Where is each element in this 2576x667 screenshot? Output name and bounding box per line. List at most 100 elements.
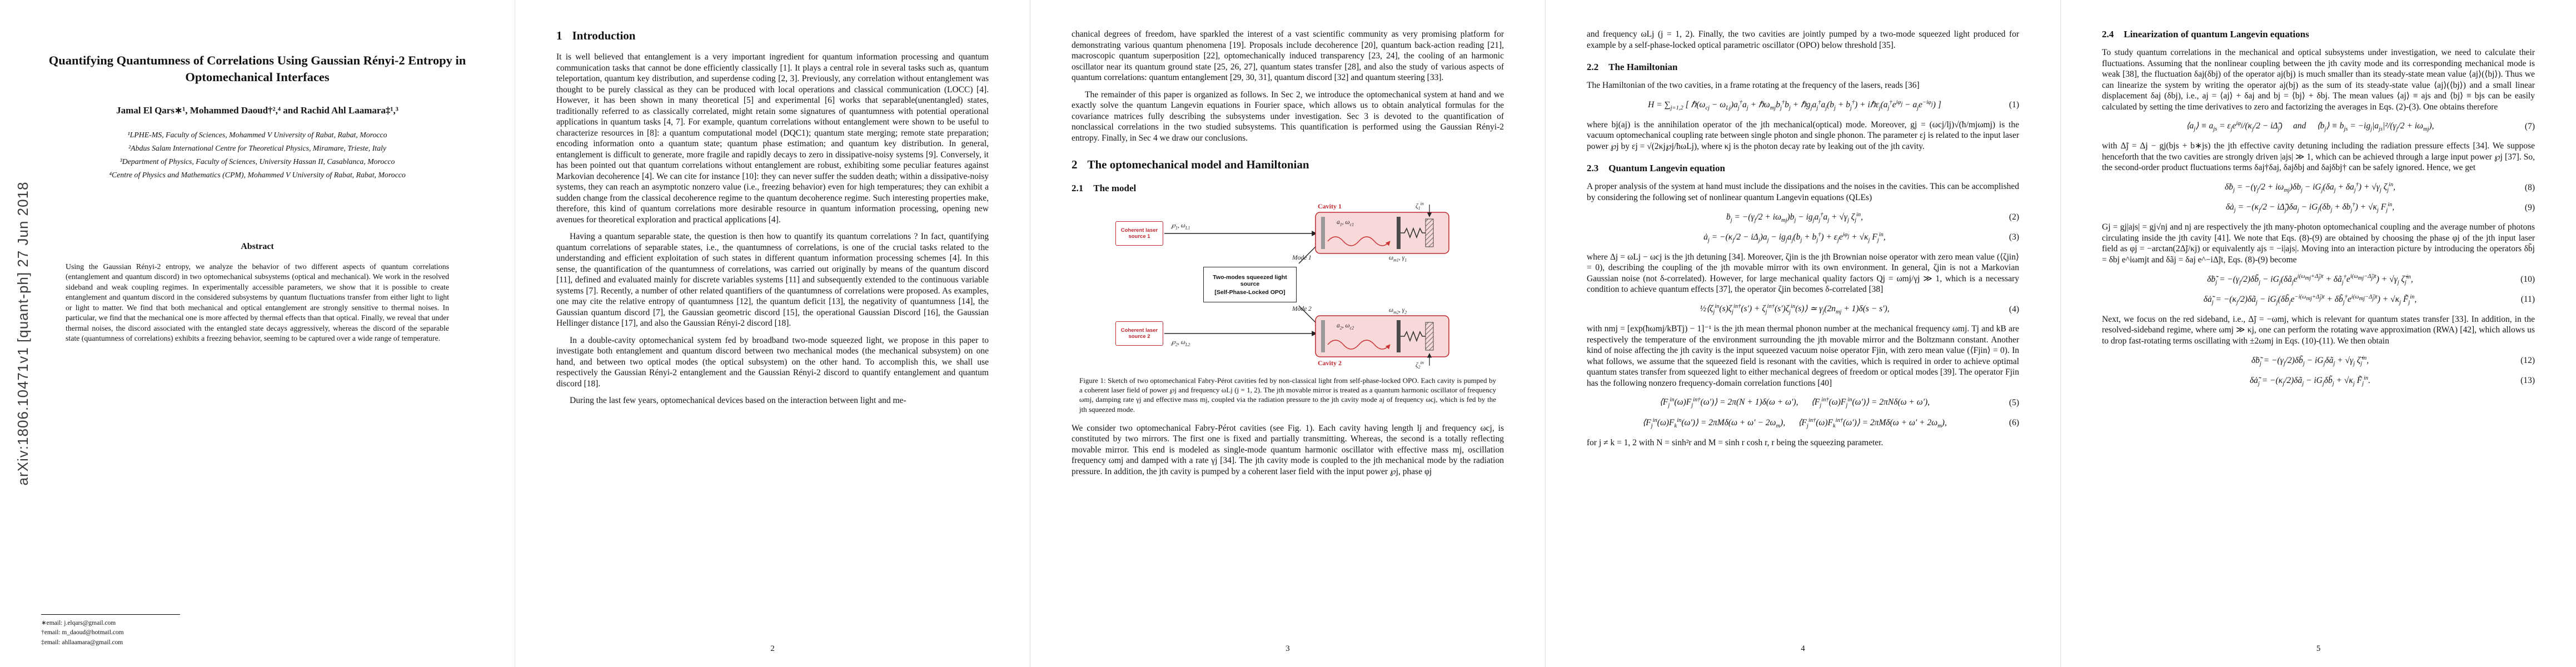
field-1-label: a1, ωc1 bbox=[1337, 219, 1354, 227]
footnote-rule bbox=[41, 614, 180, 615]
equation-body: ⟨aj⟩ ≡ ajs = εjeiφj/(κj/2 − iΔ̃j) and ⟨b… bbox=[2186, 121, 2434, 133]
equation-body: δḃ̃j = −(γj/2)δb̃j − iGj(δãjei(ωmj+Δ̃j)t… bbox=[2207, 273, 2413, 286]
equation-3: ȧj = −(κj/2 − iΔj)aj − igjaj(bj + bj†) +… bbox=[1587, 232, 2019, 243]
paragraph: Having a quantum separable state, the qu… bbox=[556, 232, 989, 328]
cavity-2-drawing bbox=[1315, 315, 1449, 366]
paragraph: A proper analysis of the system at hand … bbox=[1587, 182, 2019, 202]
equation-9: δȧj = −(κj/2 − iΔ̃j)δaj − iGj(δbj + δbj†… bbox=[2102, 202, 2535, 213]
pump-2-label: ℘2, ωL2 bbox=[1171, 339, 1190, 347]
page-3: chanical degrees of freedom, have sparkl… bbox=[1030, 0, 1546, 667]
mirror-1-label: ωm1, γ1 bbox=[1389, 255, 1407, 263]
paragraph: and frequency ωLj (j = 1, 2). Finally, t… bbox=[1587, 29, 2019, 50]
equation-number: (8) bbox=[2524, 182, 2535, 192]
paragraph: To study quantum correlations in the mec… bbox=[2102, 48, 2535, 112]
equation-number: (2) bbox=[2009, 212, 2019, 222]
equation-number: (10) bbox=[2520, 275, 2535, 285]
equation-4: ½⟨ζjin(s)ζjin†(s′) + ζjin†(s′)ζjin(s)⟩ ≃… bbox=[1587, 303, 2019, 315]
paragraph: for j ≠ k = 1, 2 with N = sinh²r and M =… bbox=[1587, 437, 1884, 447]
paper-title: Quantifying Quantumness of Correlations … bbox=[48, 53, 466, 84]
figure-sketch-svg bbox=[1164, 205, 1449, 366]
equation-number: (11) bbox=[2520, 295, 2535, 305]
subsection-title: The Hamiltonian bbox=[1608, 62, 1678, 73]
equation-6: ⟨Fjin(ω)Fkin(ω′)⟩ = 2πMδ(ω + ω′ − 2ωm), … bbox=[1587, 417, 2019, 429]
equation-body: ḃj = −(γj/2 + iωmj)bj − igjaj†aj + √γj ζ… bbox=[1726, 211, 1864, 223]
fixed-mirror-1 bbox=[1321, 217, 1325, 250]
section-title: Introduction bbox=[572, 29, 636, 42]
subsection-title: Quantum Langevin equation bbox=[1608, 163, 1725, 174]
email-footnote-3: ‡email: ahllaamara@gmail.com bbox=[41, 639, 123, 646]
wall-hatch-1 bbox=[1425, 218, 1434, 247]
opo-source-box: Two-modes squeezed light source [Self-Ph… bbox=[1203, 267, 1297, 303]
equation-body: δḃ̃j = −(γj/2)δb̃j − iGjδãj + √γj ζ̃jin, bbox=[2251, 355, 2369, 367]
page-number: 4 bbox=[1801, 644, 1805, 653]
movable-mirror-1 bbox=[1397, 217, 1401, 250]
equation-10: δḃ̃j = −(γj/2)δb̃j − iGj(δãjei(ωmj+Δ̃j)t… bbox=[2102, 273, 2535, 286]
intracavity-field-1 bbox=[1327, 236, 1391, 246]
equation-body: δḃj = −(γj/2 + iωmj)δbj − iGj(δaj + δaj†… bbox=[2225, 181, 2395, 194]
wall-hatch-2 bbox=[1425, 322, 1434, 351]
page-number: 3 bbox=[1285, 644, 1290, 653]
equation-body: ⟨Fjin(ω)Fjin†(ω′)⟩ = 2π(N + 1)δ(ω + ω′),… bbox=[1659, 397, 1930, 409]
opo-label-line2: [Self-Phase-Locked OPO] bbox=[1214, 288, 1285, 296]
page-1: arXiv:1806.10471v1 [quant-ph] 27 Jun 201… bbox=[0, 0, 515, 667]
equation-1: H = ∑j=1,2 [ ℏ(ωcj − ωLj)aj†aj + ℏωmjbj†… bbox=[1587, 99, 2019, 111]
figure-1: Coherent laser source 1 Coherent laser s… bbox=[1115, 201, 1460, 370]
mirror-2-label: ωm2, γ2 bbox=[1389, 307, 1407, 315]
authors-line: Jamal El Qars∗¹, Mohammed Daoud†²,⁴ and … bbox=[116, 104, 398, 116]
cavity-1-drawing bbox=[1315, 205, 1449, 254]
equation-number: (4) bbox=[2009, 304, 2019, 314]
equation-5: ⟨Fjin(ω)Fjin†(ω′)⟩ = 2π(N + 1)δ(ω + ω′),… bbox=[1587, 397, 2019, 409]
noise-1-label: ζ1in bbox=[1416, 201, 1424, 211]
paragraph: Gj = gj|ajs| = gj√nj and nj are respecti… bbox=[2102, 222, 2535, 265]
affiliation-3: ³Department of Physics, Faculty of Scien… bbox=[119, 157, 395, 166]
spring-icon-2 bbox=[1401, 330, 1426, 342]
figure-1-caption: Figure 1: Sketch of two optomechanical F… bbox=[1079, 376, 1496, 414]
equation-body: δȧ̃j = −(κj/2)δãj − iGj(δb̃je−i(ωmj+Δ̃j)… bbox=[2203, 293, 2417, 306]
equation-8: δḃj = −(γj/2 + iωmj)δbj − iGj(δaj + δaj†… bbox=[2102, 181, 2535, 194]
paragraph: During the last few years, optomechanica… bbox=[570, 396, 906, 406]
laser-source-1-box: Coherent laser source 1 bbox=[1115, 221, 1163, 246]
equation-12: δḃ̃j = −(γj/2)δb̃j − iGjδãj + √γj ζ̃jin,… bbox=[2102, 355, 2535, 367]
fixed-mirror-2 bbox=[1321, 320, 1325, 353]
paragraph: where Δj = ωLj − ωcj is the jth detuning… bbox=[1587, 252, 2019, 295]
equation-2: ḃj = −(γj/2 + iωmj)bj − igjaj†aj + √γj ζ… bbox=[1587, 211, 2019, 223]
section-title: The optomechanical model and Hamiltonian bbox=[1087, 158, 1309, 172]
spring-icon-1 bbox=[1401, 227, 1426, 239]
equation-11: δȧ̃j = −(κj/2)δãj − iGj(δb̃je−i(ωmj+Δ̃j)… bbox=[2102, 293, 2535, 306]
paragraph: The Hamiltonian of the two cavities, in … bbox=[1587, 81, 1920, 91]
affiliation-4: ⁴Centre of Physics and Mathematics (CPM)… bbox=[109, 170, 406, 179]
equation-number: (12) bbox=[2520, 356, 2535, 366]
field-2-label: a2, ωc2 bbox=[1337, 322, 1354, 331]
subsection-title: Linearization of quantum Langevin equati… bbox=[2124, 29, 2309, 39]
email-footnote-1: ∗email: j.elqars@gmail.com bbox=[41, 619, 116, 626]
paragraph: with Δ̃j = Δj − gj(bjs + b∗js) the jth e… bbox=[2102, 141, 2535, 173]
equation-number: (9) bbox=[2524, 202, 2535, 212]
affiliation-1: ¹LPHE-MS, Faculty of Sciences, Mohammed … bbox=[127, 130, 387, 139]
page-number: 2 bbox=[770, 644, 775, 653]
intracavity-field-2 bbox=[1327, 340, 1391, 350]
paragraph: It is well believed that entanglement is… bbox=[556, 52, 989, 225]
laser-source-2-box: Coherent laser source 2 bbox=[1115, 321, 1163, 346]
paragraph: Next, we focus on the red sideband, i.e.… bbox=[2102, 314, 2535, 346]
paragraph: The remainder of this paper is organized… bbox=[1072, 89, 1504, 143]
pump-1-label: ℘1, ωL1 bbox=[1171, 222, 1190, 231]
subsection-number: 2.3 bbox=[1587, 163, 1599, 174]
page-number: 5 bbox=[2316, 644, 2321, 653]
page-4: and frequency ωLj (j = 1, 2). Finally, t… bbox=[1546, 0, 2061, 667]
equation-body: ⟨Fjin(ω)Fkin(ω′)⟩ = 2πMδ(ω + ω′ − 2ωm), … bbox=[1642, 417, 1947, 429]
mode-1-label: Mode 1 bbox=[1292, 255, 1312, 262]
equation-13: δȧ̃j = −(κj/2)δãj − iGjδb̃j + √κj F̃jin.… bbox=[2102, 375, 2535, 387]
cavity-2-label: Cavity 2 bbox=[1318, 359, 1342, 367]
subsection-number: 2.2 bbox=[1587, 62, 1599, 73]
arxiv-watermark: arXiv:1806.10471v1 [quant-ph] 27 Jun 201… bbox=[14, 181, 31, 486]
equation-number: (1) bbox=[2009, 100, 2019, 110]
paragraph: chanical degrees of freedom, have sparkl… bbox=[1072, 29, 1504, 83]
equation-number: (7) bbox=[2524, 121, 2535, 131]
movable-mirror-2 bbox=[1397, 320, 1401, 353]
